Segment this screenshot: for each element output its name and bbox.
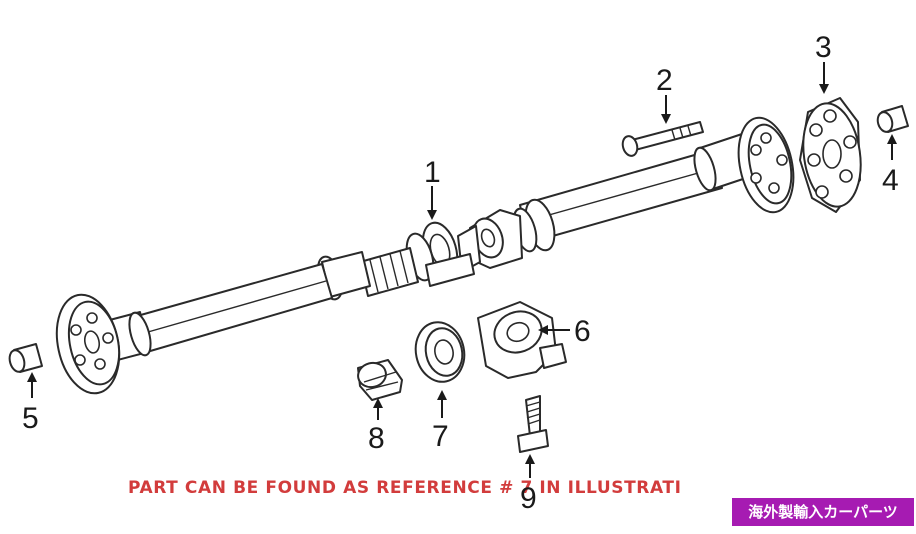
- bushing-front: [8, 343, 43, 373]
- drive-shaft: [101, 133, 753, 363]
- callout-7: 7: [432, 420, 449, 453]
- shop-badge: 海外製輸入カーパーツ: [732, 498, 914, 526]
- seal-ring: [414, 321, 466, 383]
- rear-flange: [737, 116, 795, 214]
- callout-3: 3: [815, 31, 832, 64]
- bushing-rear: [876, 105, 909, 133]
- callout-6: 6: [574, 315, 591, 348]
- callout-1: 1: [424, 156, 441, 189]
- callout-5: 5: [22, 402, 39, 435]
- rubber-boot: [357, 359, 403, 401]
- front-flex-disc: [55, 293, 121, 395]
- flex-disc: [799, 97, 862, 213]
- center-support-bracket: [477, 301, 567, 379]
- bolt-long: [621, 121, 704, 157]
- reference-note: PART CAN BE FOUND AS REFERENCE # 7 IN IL…: [128, 478, 682, 498]
- callout-arrows: [27, 62, 897, 478]
- mounting-bolt: [517, 395, 549, 453]
- callout-8: 8: [368, 422, 385, 455]
- callout-2: 2: [656, 64, 673, 97]
- callout-4: 4: [882, 164, 899, 197]
